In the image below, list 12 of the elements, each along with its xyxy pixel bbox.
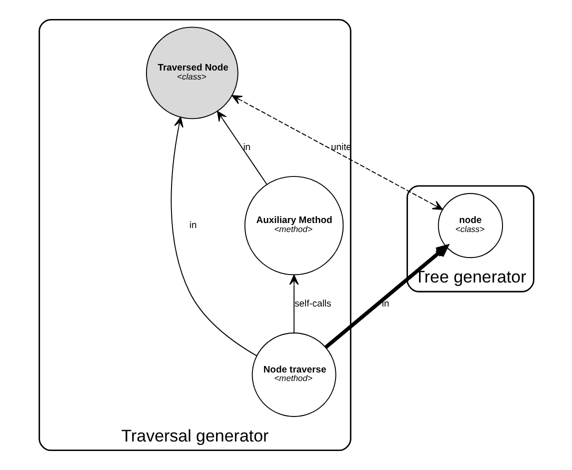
- arrow: [231, 95, 442, 210]
- arrow: [324, 244, 448, 349]
- node-circle: Traversed Node <class>: [145, 26, 238, 120]
- node-circle: Auxiliary Method <method>: [244, 176, 344, 276]
- edge-label: in: [188, 218, 196, 230]
- edge-label: self-calls: [294, 298, 331, 309]
- node-circle: Node traverse <method>: [251, 332, 336, 417]
- arrow: [288, 274, 298, 334]
- arrow: [170, 116, 257, 356]
- arrow: [216, 110, 267, 185]
- edge-label: in: [242, 140, 250, 152]
- node-circle: node <class>: [437, 193, 503, 258]
